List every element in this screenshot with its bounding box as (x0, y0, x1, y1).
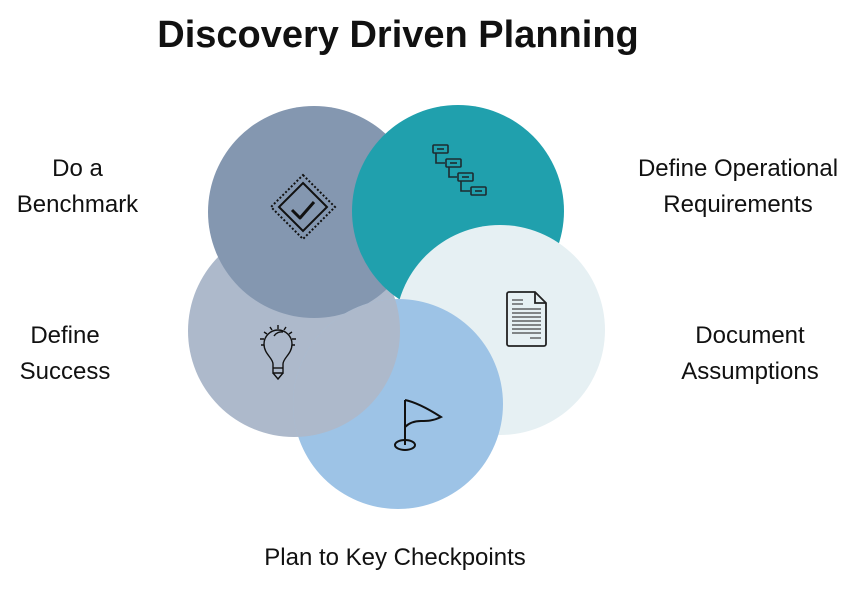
document-icon (506, 291, 547, 347)
lightbulb-icon (260, 325, 296, 381)
label-define-operational-requirements: Define Operational Requirements (626, 151, 850, 223)
label-line: Plan to Key Checkpoints (264, 544, 526, 571)
flowchart-icon (432, 144, 487, 196)
label-line: Requirements (663, 191, 813, 218)
label-line: Success (19, 358, 111, 385)
label-line: Define (30, 322, 100, 349)
label-define-success: Define Success (5, 318, 125, 390)
page-title: Discovery Driven Planning (157, 14, 639, 56)
label-document-assumptions: Document Assumptions (665, 318, 835, 390)
label-plan-to-key-checkpoints: Plan to Key Checkpoints (235, 540, 555, 576)
label-line: Define Operational (637, 155, 839, 182)
label-line: Do a (52, 155, 103, 182)
label-line: Assumptions (681, 358, 819, 385)
diamond-check-icon (269, 173, 337, 241)
label-do-a-benchmark: Do a Benchmark (10, 151, 145, 223)
label-line: Benchmark (16, 191, 139, 218)
flag-icon (394, 399, 444, 451)
label-line: Document (695, 322, 805, 349)
